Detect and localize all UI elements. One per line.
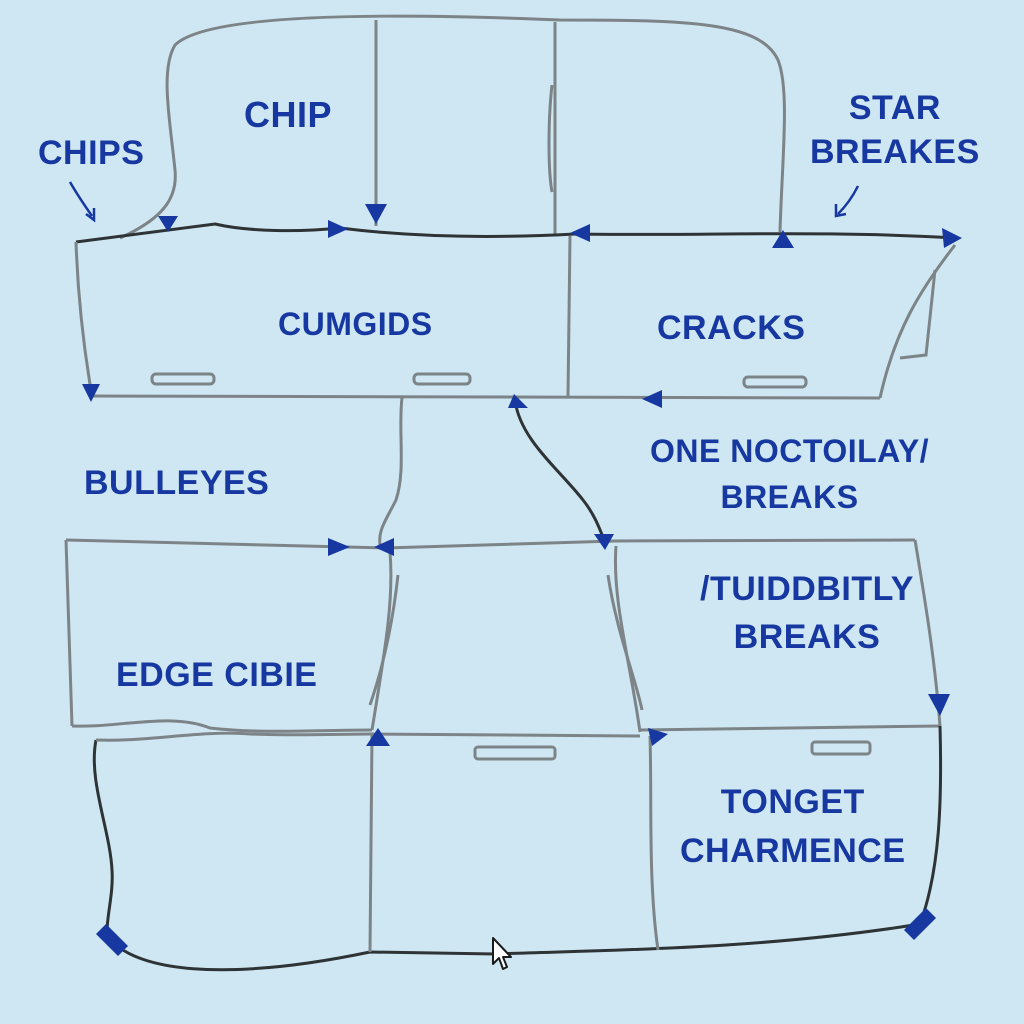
arrow-left-icon [570,224,590,242]
label-chip: CHIP [244,94,333,135]
arrow-up-icon [772,230,794,248]
middle-band-divider-1b [368,574,400,706]
chips-pointer-head [85,208,96,223]
label-one-noctoilay-breaks: ONE NOCTOILAY/ BREAKS [650,433,930,516]
handle-slot [150,372,216,386]
star-breakes-pointer-arrow [837,185,860,215]
chips-pointer-arrow [68,181,94,217]
bottom-band-left-edge [92,739,114,941]
arrow-left-icon [374,538,394,556]
middle-band-left-edge [64,539,74,727]
middle-band-divider-2 [613,545,642,733]
middle-band-bottom-center [371,732,641,738]
upper-band-top-edge [75,222,956,244]
label-edge-cibie: EDGE CIBIE [116,656,318,694]
middle-connector-curve [513,399,607,543]
label-star-breakes: STAR BREAKES [810,89,980,172]
middle-band-top-edge [65,538,916,550]
corner-marker-icon [96,924,128,956]
star-breakes-pointer-head [834,204,847,218]
label-tuiddbitly-breaks: /TUIDDBITLY BREAKS [700,570,914,656]
arrow-right-icon [328,538,350,556]
middle-connector-left [378,397,404,546]
bottom-band-right-edge [918,725,943,925]
handle-slot [473,745,557,761]
arrow-down-icon [594,534,614,550]
arrow-up-icon [366,728,390,746]
middle-band-divider-2b [606,574,644,711]
upper-band-bottom-edge [91,394,881,400]
label-bulleyes: BULLEYES [84,464,270,502]
handle-slot [412,372,472,386]
upper-band-right-flap [899,269,937,360]
corner-marker-icon [904,908,936,940]
arrow-up-icon [508,394,528,408]
arrow-right-icon [942,228,962,248]
arrow-down-icon [82,384,100,402]
handle-slot [742,375,808,389]
arrow-down-icon [928,694,950,716]
middle-band-divider-1 [370,551,393,731]
top-divider-slot [547,84,554,193]
arrow-right-icon [648,728,668,746]
arrow-down-icon [158,216,178,232]
arrow-left-icon [642,390,662,408]
mouse-pointer-icon [492,937,512,970]
bottom-band-top-left [95,731,373,742]
handle-slot [810,740,872,756]
bottom-band-bottom-edge [108,922,921,972]
arrow-right-icon [328,220,348,238]
label-chips: CHIPS [38,134,145,172]
upper-band-left-edge [74,241,94,397]
arrow-down-icon [365,204,387,224]
label-tonget-charmence: TONGET CHARMENCE [680,783,906,871]
upper-band-right-edge [878,244,957,399]
bottom-band-divider-2 [648,735,660,951]
bottom-band-divider-1 [368,733,374,953]
top-shape-outline [119,14,786,240]
label-cumgids: CUMGIDS [278,306,433,342]
label-cracks: CRACKS [657,309,806,347]
upper-band-divider [566,235,572,397]
middle-band-bottom-right [639,724,941,732]
middle-band-left-bottom [71,719,373,733]
arrowheads [82,204,962,956]
